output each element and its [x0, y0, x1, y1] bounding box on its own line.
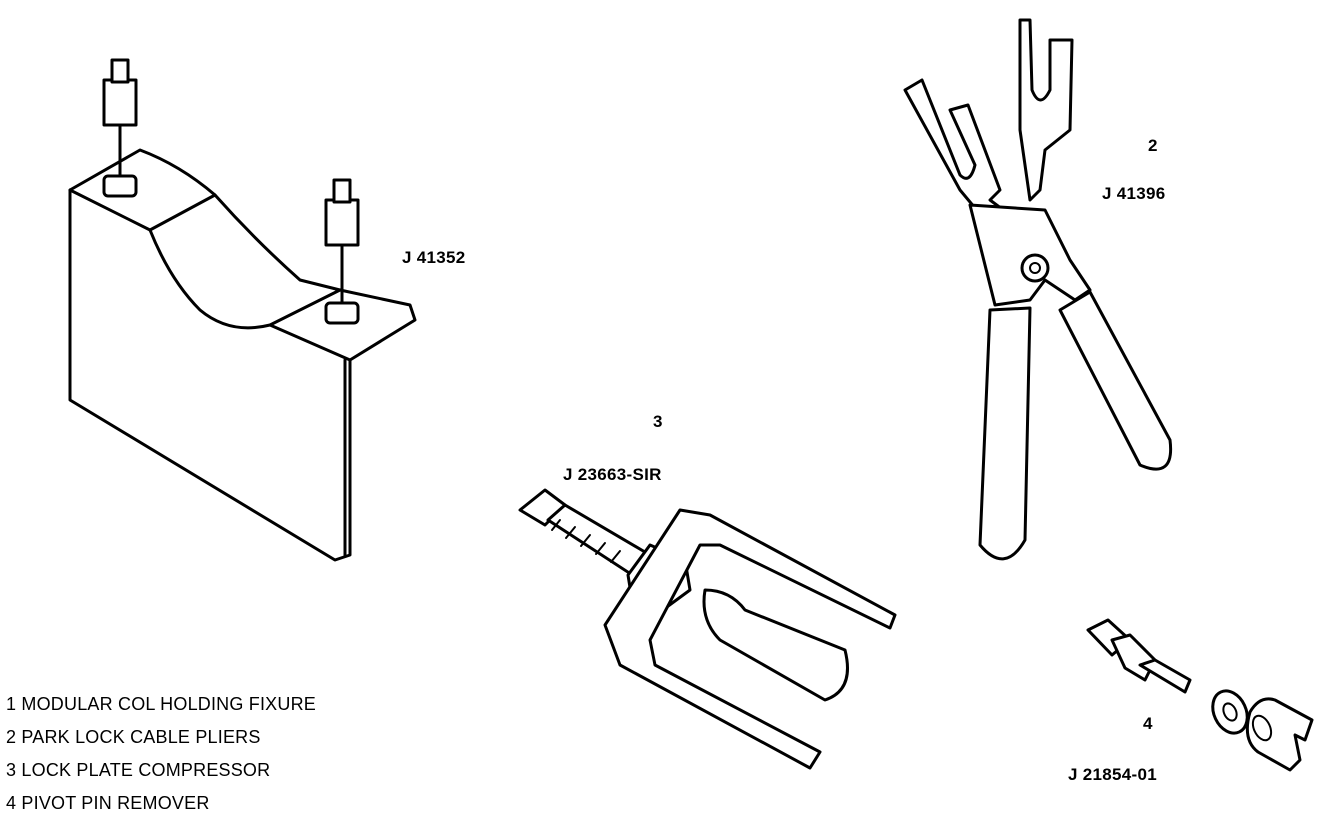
part-number-4: J 21854-01 — [1068, 765, 1158, 784]
holding-fixture-drawing — [68, 58, 417, 562]
legend: 1 MODULAR COL HOLDING FIXURE 2 PARK LOCK… — [6, 688, 316, 820]
legend-item-4: 4 PIVOT PIN REMOVER — [6, 793, 210, 813]
part-number-2: J 41396 — [1102, 184, 1166, 203]
legend-item-3: 3 LOCK PLATE COMPRESSOR — [6, 760, 271, 780]
pliers-drawing — [903, 18, 1173, 561]
callout-number-4: 4 — [1143, 714, 1153, 733]
compressor-drawing — [518, 488, 897, 770]
part-number-3: J 23663-SIR — [563, 465, 662, 484]
callout-number-2: 2 — [1148, 136, 1158, 155]
pin-remover-drawing — [1086, 618, 1314, 772]
legend-item-1: 1 MODULAR COL HOLDING FIXURE — [6, 694, 316, 714]
part-number-1: J 41352 — [402, 248, 466, 267]
legend-item-2: 2 PARK LOCK CABLE PLIERS — [6, 727, 261, 747]
callout-number-3: 3 — [653, 412, 663, 431]
